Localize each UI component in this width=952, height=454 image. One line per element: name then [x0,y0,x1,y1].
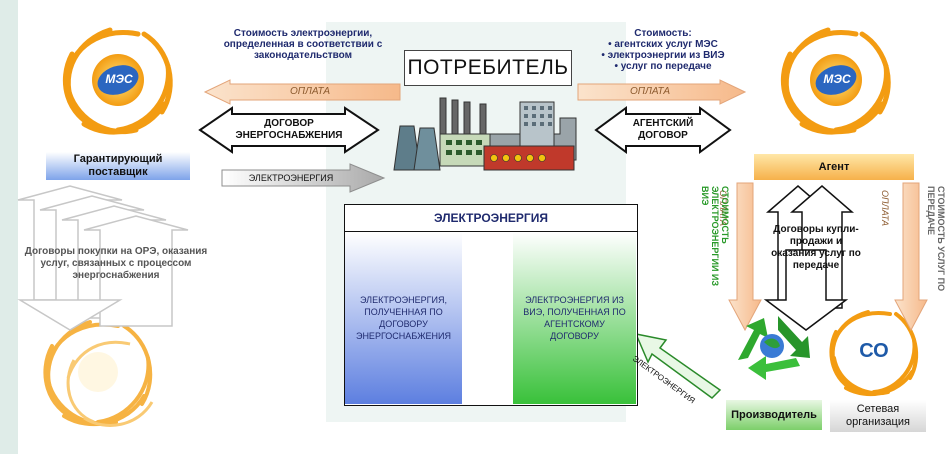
electricity-box-title: ЭЛЕКТРОЭНЕРГИЯ [345,205,637,232]
payment-label-left: ОПЛАТА [290,86,330,97]
electricity-right-text: ЭЛЕКТРОЭНЕРГИЯ ИЗ ВИЭ, ПОЛУЧЕННАЯ ПО АГЕ… [523,295,626,341]
payment-arrow-producer [728,182,762,332]
left-cost-text: Стоимость электроэнергии, определенная в… [223,28,383,61]
co-logo-text: СО [859,340,889,362]
mes-logo-left [62,27,173,135]
network-org-box: Сетевая организация [830,400,926,432]
supply-contract-arrow [198,106,380,154]
supplier-contract-arrows [17,185,189,331]
agent-label: Агент [818,161,850,173]
vertical-payment-network: ОПЛАТА [880,190,890,226]
consumer-box: ПОТРЕБИТЕЛЬ [404,50,572,86]
payment-arrow-left [203,79,401,105]
producer-box: Производитель [726,400,822,430]
agent-contract-arrow [594,106,732,154]
mes-logo-text-left: МЭС [105,72,133,86]
mes-logo-text-right: МЭС [823,72,851,86]
agent-contract-arrows [763,185,855,331]
electricity-right-panel: ЭЛЕКТРОЭНЕРГИЯ ИЗ ВИЭ, ПОЛУЧЕННАЯ ПО АГЕ… [513,232,636,404]
background-panel-left [0,0,18,454]
green-electricity-arrow [634,332,722,399]
network-org-label: Сетевая организация [846,403,910,428]
payment-label-right: ОПЛАТА [630,86,670,97]
suppliers-sun-logo [43,320,154,427]
vertical-payment-producer: ОПЛАТА [718,190,728,226]
agent-contract-label: АГЕНТСКИЙ ДОГОВОР [632,118,694,141]
right-cost-line: Стоимость: [634,28,692,39]
payment-arrow-right [577,79,747,105]
right-cost-line: • услуг по передаче [614,61,712,72]
producer-label: Производитель [731,409,817,421]
supplier-contracts-text: Договоры покупки на ОРЭ, оказания услуг,… [24,246,208,281]
agent-contracts-text: Договоры купли-продажи и оказания услуг … [771,224,861,271]
vertical-cost-producer: СТОИМОСТЬ ЭЛЕКТРОЭНЕРГИИ ИЗ ВИЭ [700,186,730,287]
vertical-cost-network: СТОИМОСТЬ УСЛУГ ПО ПЕРЕДАЧЕ [926,186,946,292]
electricity-left-panel: ЭЛЕКТРОЭНЕРГИЯ, ПОЛУЧЕННАЯ ПО ДОГОВОРУ Э… [345,232,462,404]
electricity-arrow [221,163,386,193]
recycle-icon [738,316,810,380]
payment-arrow-network [894,182,928,332]
guaranteeing-supplier-label: Гарантирующий поставщик [73,153,163,178]
factory-illustration [393,97,577,171]
electricity-box: ЭЛЕКТРОЭНЕРГИЯ ЭЛЕКТРОЭНЕРГИЯ, ПОЛУЧЕННА… [344,204,638,406]
consumer-title: ПОТРЕБИТЕЛЬ [407,56,569,79]
right-cost-line: • электроэнергии из ВИЭ [601,50,725,61]
right-cost-line: • агентских услуг МЭС [608,39,718,50]
electricity-arrow-label: ЭЛЕКТРОЭНЕРГИЯ [248,173,334,183]
supply-contract-label: ДОГОВОР ЭНЕРГОСНАБЖЕНИЯ [235,118,343,141]
network-org-logo [829,310,919,396]
guaranteeing-supplier-box: Гарантирующий поставщик [46,152,190,180]
right-cost-text: Стоимость: • агентских услуг МЭС • элект… [578,28,748,72]
electricity-left-text: ЭЛЕКТРОЭНЕРГИЯ, ПОЛУЧЕННАЯ ПО ДОГОВОРУ Э… [355,295,452,341]
agent-box: Агент [754,154,914,180]
mes-logo-right [780,27,891,135]
